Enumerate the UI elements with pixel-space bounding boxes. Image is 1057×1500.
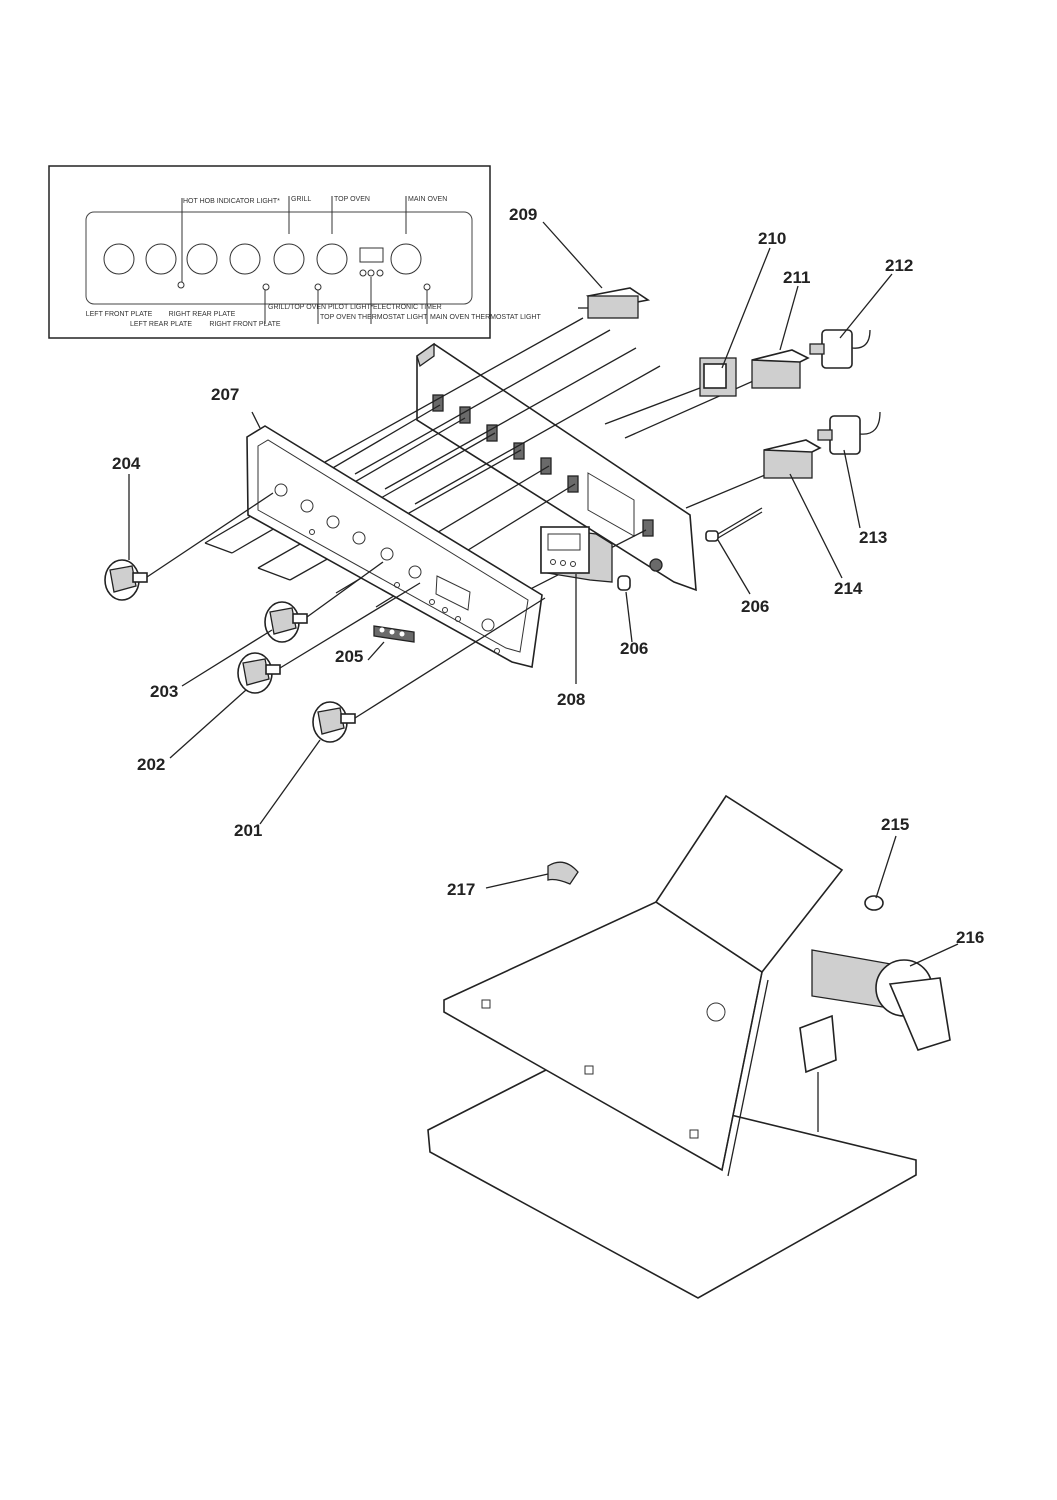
fan-bracket: [799, 1014, 837, 1132]
label-top-oven-thermostat: TOP OVEN THERMOSTAT LIGHT: [320, 314, 428, 321]
rear-control-bracket: [416, 342, 697, 592]
label-left-rear-plate: LEFT REAR PLATE: [130, 321, 192, 328]
control-knob: [104, 559, 148, 601]
part-number-201: 201: [234, 821, 262, 840]
part-number-208: 208: [557, 690, 585, 709]
thermostat-switch: [699, 357, 737, 397]
pilot-light-bulb: [617, 575, 631, 591]
inset-timer: [359, 247, 384, 277]
part-number-207: 207: [211, 385, 239, 404]
part-number-203: 203: [150, 682, 178, 701]
label-main-oven-thermostat: MAIN OVEN THERMOSTAT LIGHT: [430, 314, 541, 321]
part-number-217: 217: [447, 880, 475, 899]
label-top-oven: TOP OVEN: [334, 196, 370, 203]
part-number-212: 212: [885, 256, 913, 275]
label-hot-hob-indicator: HOT HOB INDICATOR LIGHT*: [183, 198, 280, 205]
fan-clip: [864, 895, 884, 911]
label-grill: GRILL: [291, 196, 311, 203]
front-fascia-panel: [246, 425, 543, 668]
indicator-light-block: [373, 625, 415, 643]
selector-switch-lower: [763, 439, 822, 479]
label-grill-pilot-light: GRILL/TOP OVEN PILOT LIGHT*: [268, 304, 374, 311]
part-number-206: 206: [741, 597, 769, 616]
electronic-timer: [540, 526, 613, 583]
control-knob: [237, 652, 281, 694]
part-number-211: 211: [783, 268, 810, 287]
part-number-206: 206: [620, 639, 648, 658]
label-right-front-plate: RIGHT FRONT PLATE: [209, 321, 281, 328]
label-electronic-timer: ELECTRONIC TIMER: [373, 304, 442, 311]
oven-back-panel: [443, 794, 844, 1177]
part-number-213: 213: [859, 528, 887, 547]
label-left-front-plate: LEFT FRONT PLATE: [86, 311, 153, 318]
label-right-rear-plate: RIGHT REAR PLATE: [169, 311, 236, 318]
energy-regulator: [751, 349, 810, 389]
convection-fan: [811, 949, 951, 1051]
control-panel-inset: HOT HOB INDICATOR LIGHT* GRILL TOP OVEN …: [48, 165, 541, 339]
control-knob: [312, 701, 356, 743]
oven-thermostat-lower: [817, 411, 881, 455]
control-knob: [264, 601, 308, 643]
part-number-204: 204: [112, 454, 141, 473]
pilot-light-probe: [705, 507, 763, 542]
part-number-210: 210: [758, 229, 786, 248]
label-main-oven: MAIN OVEN: [408, 196, 447, 203]
part-number-209: 209: [509, 205, 537, 224]
part-number-214: 214: [834, 579, 863, 598]
selector-switch: [578, 287, 651, 319]
thermal-cutout: [547, 861, 579, 885]
part-number-202: 202: [137, 755, 165, 774]
part-number-205: 205: [335, 647, 363, 666]
oven-thermostat: [809, 329, 871, 369]
part-number-215: 215: [881, 815, 909, 834]
inset-knob: [103, 243, 422, 275]
part-number-216: 216: [956, 928, 984, 947]
